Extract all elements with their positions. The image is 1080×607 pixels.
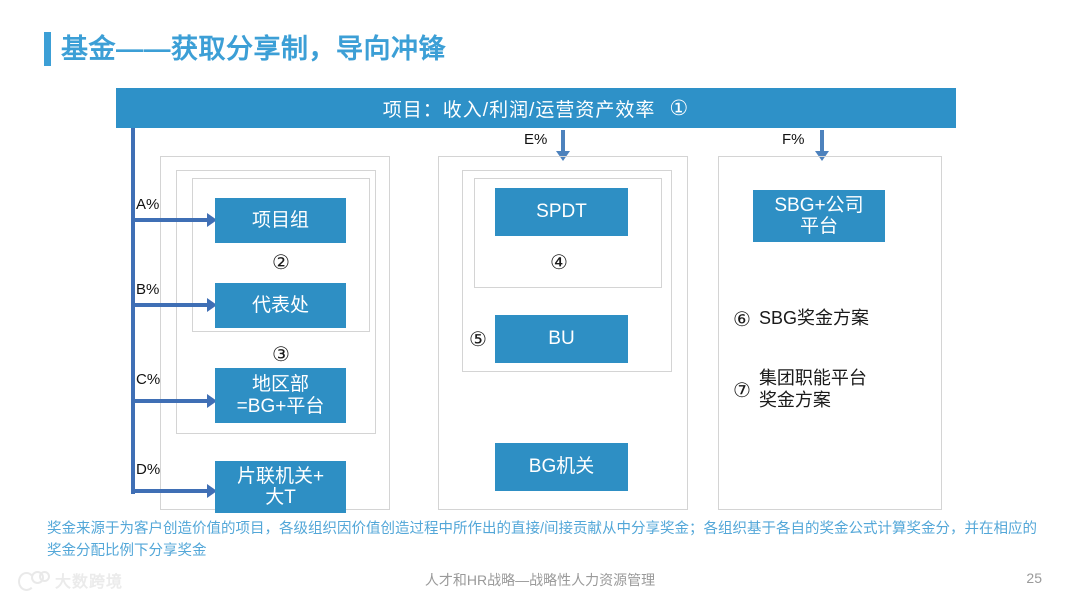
header-bar: 项目：收入/利润/运营资产效率 ① — [116, 88, 956, 128]
marker-7: ⑦ — [733, 380, 751, 402]
watermark-logo-icon — [18, 570, 50, 591]
box-sbg-platform: SBG+公司 平台 — [753, 190, 885, 242]
box-area-hq: 片联机关+ 大T — [215, 461, 346, 513]
header-marker-1: ① — [669, 96, 690, 120]
branch-label-c: C% — [136, 371, 161, 388]
bottom-caption: 人才和HR战略—战略性人力资源管理 — [424, 572, 656, 588]
marker-5: ⑤ — [469, 329, 487, 351]
list-item-7-line2: 奖金方案 — [758, 389, 831, 410]
box-area-hq-line1: 片联机关+ — [236, 465, 325, 487]
list-item-7-line1: 集团职能平台 — [758, 368, 867, 388]
list-item-6: ⑥ SBG奖金方案 — [733, 308, 869, 332]
branch-arrow-d — [133, 484, 217, 498]
branch-label-b: B% — [136, 281, 160, 298]
branch-label-a: A% — [136, 196, 160, 213]
box-bu: BU — [495, 315, 628, 363]
marker-4: ④ — [550, 252, 568, 274]
trunk-line — [131, 128, 135, 494]
list-item-7: ⑦ 集团职能平台 奖金方案 — [733, 368, 867, 412]
page-number: 25 — [1026, 570, 1042, 586]
footer-note: 奖金来源于为客户创造价值的项目，各级组织因价值创造过程中所作出的直接/间接贡献从… — [47, 521, 1038, 559]
branch-label-e: E% — [524, 131, 548, 148]
box-regional-dept-line1: 地区部 — [251, 374, 309, 396]
middle-middle-container — [462, 170, 672, 372]
title-accent-bar — [44, 32, 51, 66]
marker-2: ② — [272, 252, 290, 274]
box-regional-dept: 地区部 =BG+平台 — [215, 368, 346, 423]
box-sbg-platform-line2: 平台 — [799, 216, 838, 237]
box-regional-dept-line2: =BG+平台 — [236, 395, 325, 417]
box-spdt: SPDT — [495, 188, 628, 236]
branch-arrow-a — [133, 213, 217, 227]
middle-inner-container — [474, 178, 662, 288]
left-inner-container — [192, 178, 370, 332]
box-area-hq-line2: 大T — [265, 487, 296, 508]
branch-arrow-b — [133, 298, 217, 312]
header-bar-text: 项目：收入/利润/运营资产效率 — [382, 99, 656, 121]
marker-6: ⑥ — [733, 309, 751, 331]
watermark-text: 大数跨境 — [55, 574, 124, 591]
marker-3: ③ — [272, 344, 290, 366]
list-item-7-label: 集团职能平台 奖金方案 — [759, 368, 867, 412]
branch-arrow-c — [133, 394, 217, 408]
middle-outer-container — [438, 156, 688, 510]
box-sbg-platform-line1: SBG+公司 — [774, 194, 864, 216]
left-middle-container — [176, 170, 376, 434]
title-text: 基金——获取分享制，导向冲锋 — [61, 34, 446, 64]
box-representative-office: 代表处 — [215, 283, 346, 328]
branch-arrow-e — [556, 130, 570, 161]
list-item-6-label: SBG奖金方案 — [758, 308, 869, 328]
box-bg-hq: BG机关 — [495, 443, 628, 491]
watermark: 大数跨境 — [18, 568, 123, 592]
branch-label-f: F% — [782, 131, 805, 148]
box-project-team: 项目组 — [215, 198, 346, 243]
page-title: 基金——获取分享制，导向冲锋 — [44, 32, 446, 66]
branch-arrow-f — [815, 130, 829, 161]
right-outer-container — [718, 156, 942, 510]
branch-label-d: D% — [136, 461, 161, 478]
